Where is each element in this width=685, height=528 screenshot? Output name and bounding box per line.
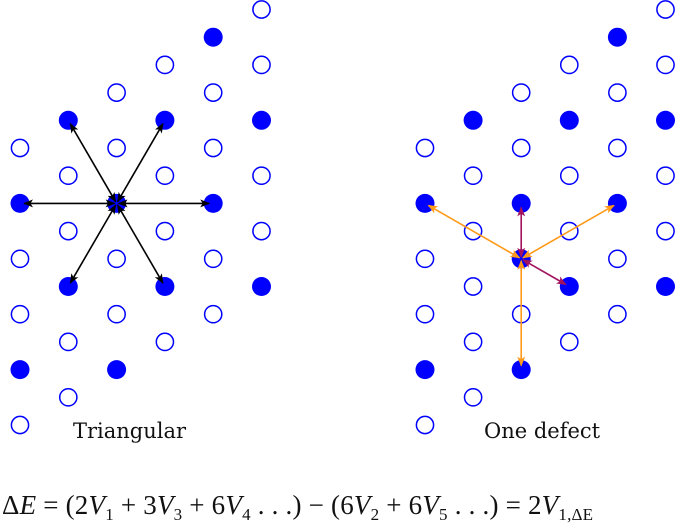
formula-token: = (2 bbox=[36, 490, 89, 520]
interaction-arrow bbox=[427, 204, 521, 259]
formula-token: . . .) = 2 bbox=[447, 490, 542, 520]
empty-site bbox=[608, 249, 627, 269]
occupied-site bbox=[656, 110, 675, 130]
formula-token: . . .) − (6 bbox=[250, 490, 354, 520]
occupied-site bbox=[607, 193, 627, 213]
formula-token: V bbox=[225, 490, 243, 520]
empty-site bbox=[252, 166, 271, 186]
occupied-site bbox=[415, 193, 435, 213]
formula-token: V bbox=[156, 490, 174, 520]
formula-token: Δ bbox=[2, 490, 20, 520]
interaction-arrow bbox=[116, 204, 164, 284]
interaction-arrow bbox=[116, 122, 164, 203]
one-defect-lattice-panel bbox=[415, 0, 675, 435]
interaction-arrow bbox=[69, 204, 117, 284]
empty-site bbox=[415, 415, 435, 435]
empty-site bbox=[107, 249, 126, 269]
empty-site bbox=[107, 138, 126, 158]
interaction-arrow bbox=[522, 259, 567, 286]
formula-token: V bbox=[422, 490, 440, 520]
empty-site bbox=[10, 415, 30, 435]
empty-site bbox=[511, 83, 531, 102]
empty-site bbox=[656, 221, 675, 241]
empty-site bbox=[10, 304, 30, 324]
empty-site bbox=[10, 249, 30, 269]
triangular-lattice-panel bbox=[10, 0, 271, 435]
empty-site bbox=[252, 55, 271, 75]
occupied-site bbox=[463, 110, 483, 130]
formula-token: + 3 bbox=[113, 490, 157, 520]
occupied-site bbox=[415, 360, 435, 380]
occupied-site bbox=[155, 110, 175, 130]
empty-site bbox=[203, 249, 223, 269]
formula-token: 2 bbox=[370, 505, 380, 524]
occupied-site bbox=[559, 110, 579, 130]
empty-site bbox=[608, 83, 627, 102]
empty-site bbox=[203, 83, 223, 102]
occupied-site bbox=[252, 110, 271, 130]
empty-site bbox=[463, 277, 483, 296]
occupied-site bbox=[10, 193, 30, 213]
empty-site bbox=[252, 0, 271, 19]
formula-token: 3 bbox=[173, 505, 183, 524]
empty-site bbox=[656, 55, 675, 75]
empty-site bbox=[155, 55, 175, 75]
formula-token: V bbox=[88, 490, 106, 520]
empty-site bbox=[415, 138, 435, 158]
empty-site bbox=[656, 0, 675, 19]
formula-token: + 6 bbox=[182, 490, 226, 520]
empty-site bbox=[203, 138, 223, 158]
interaction-arrow bbox=[522, 204, 615, 259]
empty-site bbox=[415, 304, 435, 324]
formula-token: 1,ΔE bbox=[558, 505, 594, 524]
empty-site bbox=[155, 166, 175, 186]
formula-token: E bbox=[19, 490, 37, 520]
empty-site bbox=[559, 332, 579, 352]
one-defect-label: One defect bbox=[484, 419, 601, 443]
empty-site bbox=[559, 55, 579, 75]
interaction-arrow bbox=[69, 122, 117, 203]
occupied-site bbox=[511, 360, 531, 380]
empty-site bbox=[252, 221, 271, 241]
occupied-site bbox=[58, 277, 78, 296]
empty-site bbox=[463, 387, 483, 407]
empty-site bbox=[107, 83, 126, 102]
occupied-site bbox=[155, 277, 175, 296]
empty-site bbox=[58, 332, 78, 352]
occupied-site bbox=[10, 360, 30, 380]
empty-site bbox=[511, 138, 531, 158]
triangular-label: Triangular bbox=[73, 419, 187, 443]
formula-token: 4 bbox=[242, 505, 251, 524]
empty-site bbox=[155, 221, 175, 241]
empty-site bbox=[107, 304, 126, 324]
empty-site bbox=[559, 166, 579, 186]
energy-difference-formula: ΔE = (2V1 + 3V3 + 6V4 . . .) − (6V2 + 6V… bbox=[2, 490, 594, 524]
empty-site bbox=[463, 332, 483, 352]
occupied-site bbox=[203, 27, 223, 47]
occupied-site bbox=[656, 277, 675, 296]
occupied-site bbox=[559, 277, 579, 296]
empty-site bbox=[608, 304, 627, 324]
formula-token: V bbox=[353, 490, 371, 520]
empty-site bbox=[203, 304, 223, 324]
formula-token: + 6 bbox=[379, 490, 423, 520]
empty-site bbox=[58, 387, 78, 407]
empty-site bbox=[10, 138, 30, 158]
formula-token: 1 bbox=[105, 505, 114, 524]
empty-site bbox=[656, 166, 675, 186]
occupied-site bbox=[107, 360, 127, 380]
occupied-site bbox=[203, 193, 223, 213]
empty-site bbox=[58, 166, 78, 186]
occupied-site bbox=[58, 110, 78, 130]
formula-token: 5 bbox=[439, 505, 448, 524]
empty-site bbox=[463, 166, 483, 186]
occupied-site bbox=[607, 27, 627, 47]
empty-site bbox=[155, 332, 175, 352]
empty-site bbox=[58, 221, 78, 241]
empty-site bbox=[608, 138, 627, 158]
occupied-site bbox=[252, 277, 271, 296]
empty-site bbox=[415, 249, 435, 269]
formula-token: V bbox=[541, 490, 559, 520]
